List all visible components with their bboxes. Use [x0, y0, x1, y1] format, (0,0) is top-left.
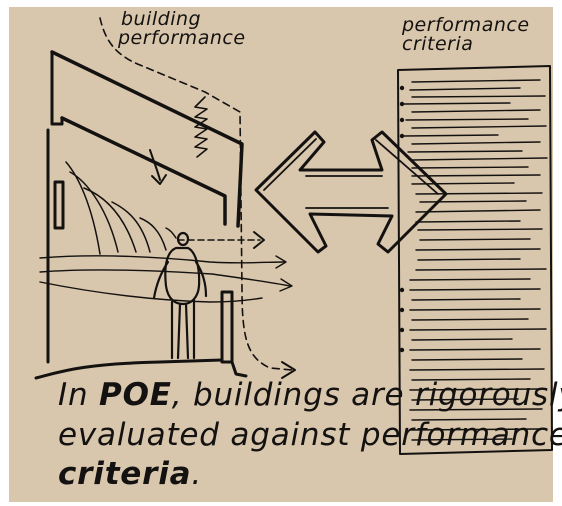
caption-bold-poe: POE	[99, 377, 172, 413]
sound-waves-icon	[65, 161, 177, 255]
caption-text: In	[58, 377, 100, 413]
caption-bold-criteria: criteria	[58, 456, 192, 492]
label-performance-criteria: performance	[402, 14, 530, 36]
label-performance-building: performance	[118, 27, 246, 49]
caption-text: , buildings are rigorously	[171, 377, 562, 413]
label-criteria: criteria	[402, 33, 474, 55]
criteria-document-icon	[397, 65, 553, 455]
air-flow-line-1	[39, 255, 285, 264]
caption-text: .	[191, 456, 203, 492]
building-section-icon	[34, 50, 248, 380]
air-flow-line-2	[39, 269, 291, 287]
air-flow-line-3	[39, 281, 263, 303]
performance-flow-arrowhead	[281, 361, 296, 379]
label-building: building	[121, 8, 202, 30]
caption-line-3: criteria.	[58, 459, 202, 490]
caption-line-2: evaluated against performance	[58, 417, 562, 453]
double-headed-arrow-icon	[254, 130, 448, 254]
person-icon	[152, 231, 208, 360]
caption-line-1: In POE, buildings are rigorously	[58, 380, 562, 411]
performance-flow-dashed-line	[99, 17, 293, 371]
